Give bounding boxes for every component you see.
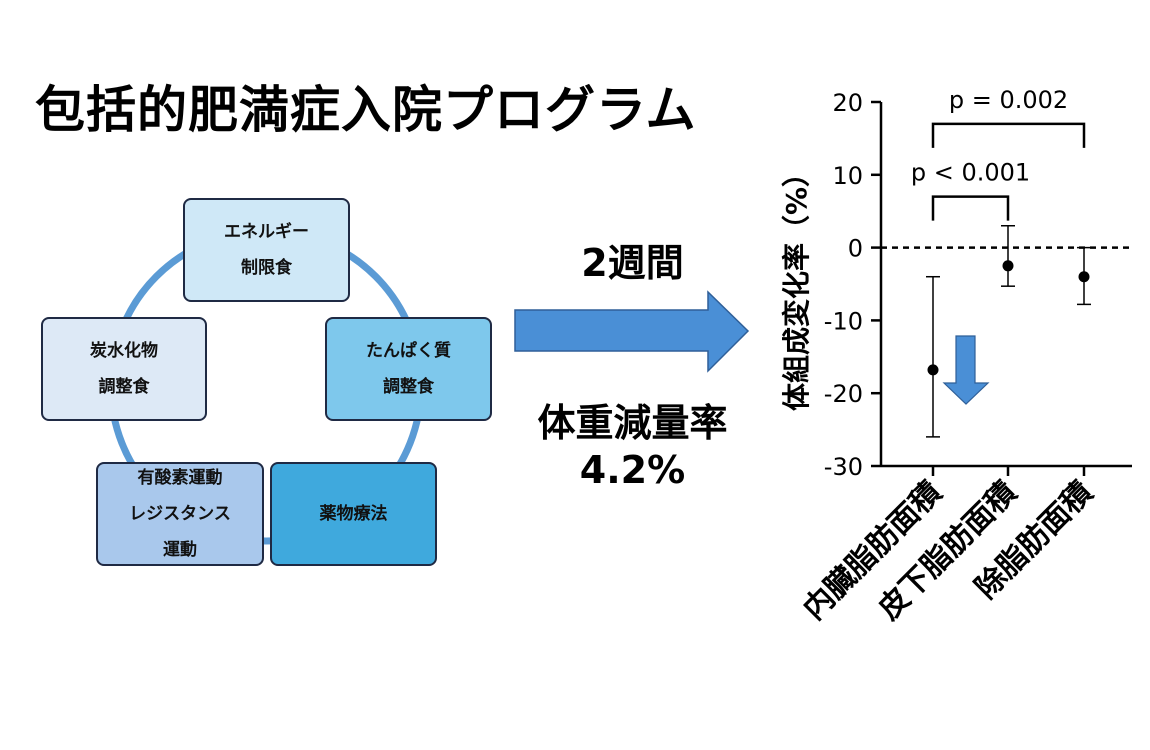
- significance-bracket: [931, 122, 1086, 148]
- weight-loss-label: 体重減量率: [537, 401, 728, 445]
- y-tick-label: -20: [824, 380, 863, 408]
- component-line: エネルギー: [224, 222, 309, 242]
- duration-label: 2週間: [581, 241, 684, 285]
- component-box-energy-restriction: エネルギー制限食: [183, 198, 350, 302]
- right-arrow-shape: [514, 290, 750, 373]
- y-tick-label: 0: [848, 235, 863, 263]
- weight-loss-value: 4.2%: [579, 448, 686, 492]
- significance-label: p = 0.002: [949, 86, 1068, 114]
- component-line: 調整食: [383, 377, 434, 397]
- component-line: 炭水化物: [90, 341, 158, 361]
- significance-bracket: [931, 195, 1010, 221]
- component-line: 薬物療法: [319, 504, 388, 524]
- component-box-exercise: 有酸素運動レジスタンス運動: [96, 462, 264, 566]
- y-axis-label: 体組成変化率（%）: [780, 159, 813, 411]
- data-point: [1078, 271, 1090, 283]
- y-tick-label: 20: [832, 89, 863, 117]
- down-arrow-icon: [942, 335, 990, 405]
- component-box-carbohydrate-diet: 炭水化物調整食: [41, 317, 207, 421]
- data-point: [1002, 260, 1014, 272]
- right-arrow: [514, 290, 750, 373]
- component-box-protein-diet: たんぱく質調整食: [325, 317, 492, 421]
- y-tick-label: -10: [824, 307, 863, 335]
- component-box-pharmacotherapy: 薬物療法: [270, 462, 437, 566]
- component-line: 有酸素運動: [137, 468, 223, 488]
- component-line: たんぱく質: [366, 341, 451, 361]
- component-line: 調整食: [98, 377, 150, 397]
- significance-label: p < 0.001: [911, 159, 1030, 187]
- component-line: レジスタンス: [129, 504, 231, 524]
- data-point: [927, 364, 939, 376]
- component-line: 制限食: [241, 258, 292, 278]
- component-line: 運動: [163, 540, 197, 560]
- y-tick-label: -30: [824, 453, 863, 481]
- y-tick-label: 10: [832, 162, 863, 190]
- page-title: 包括的肥満症入院プログラム: [35, 81, 697, 139]
